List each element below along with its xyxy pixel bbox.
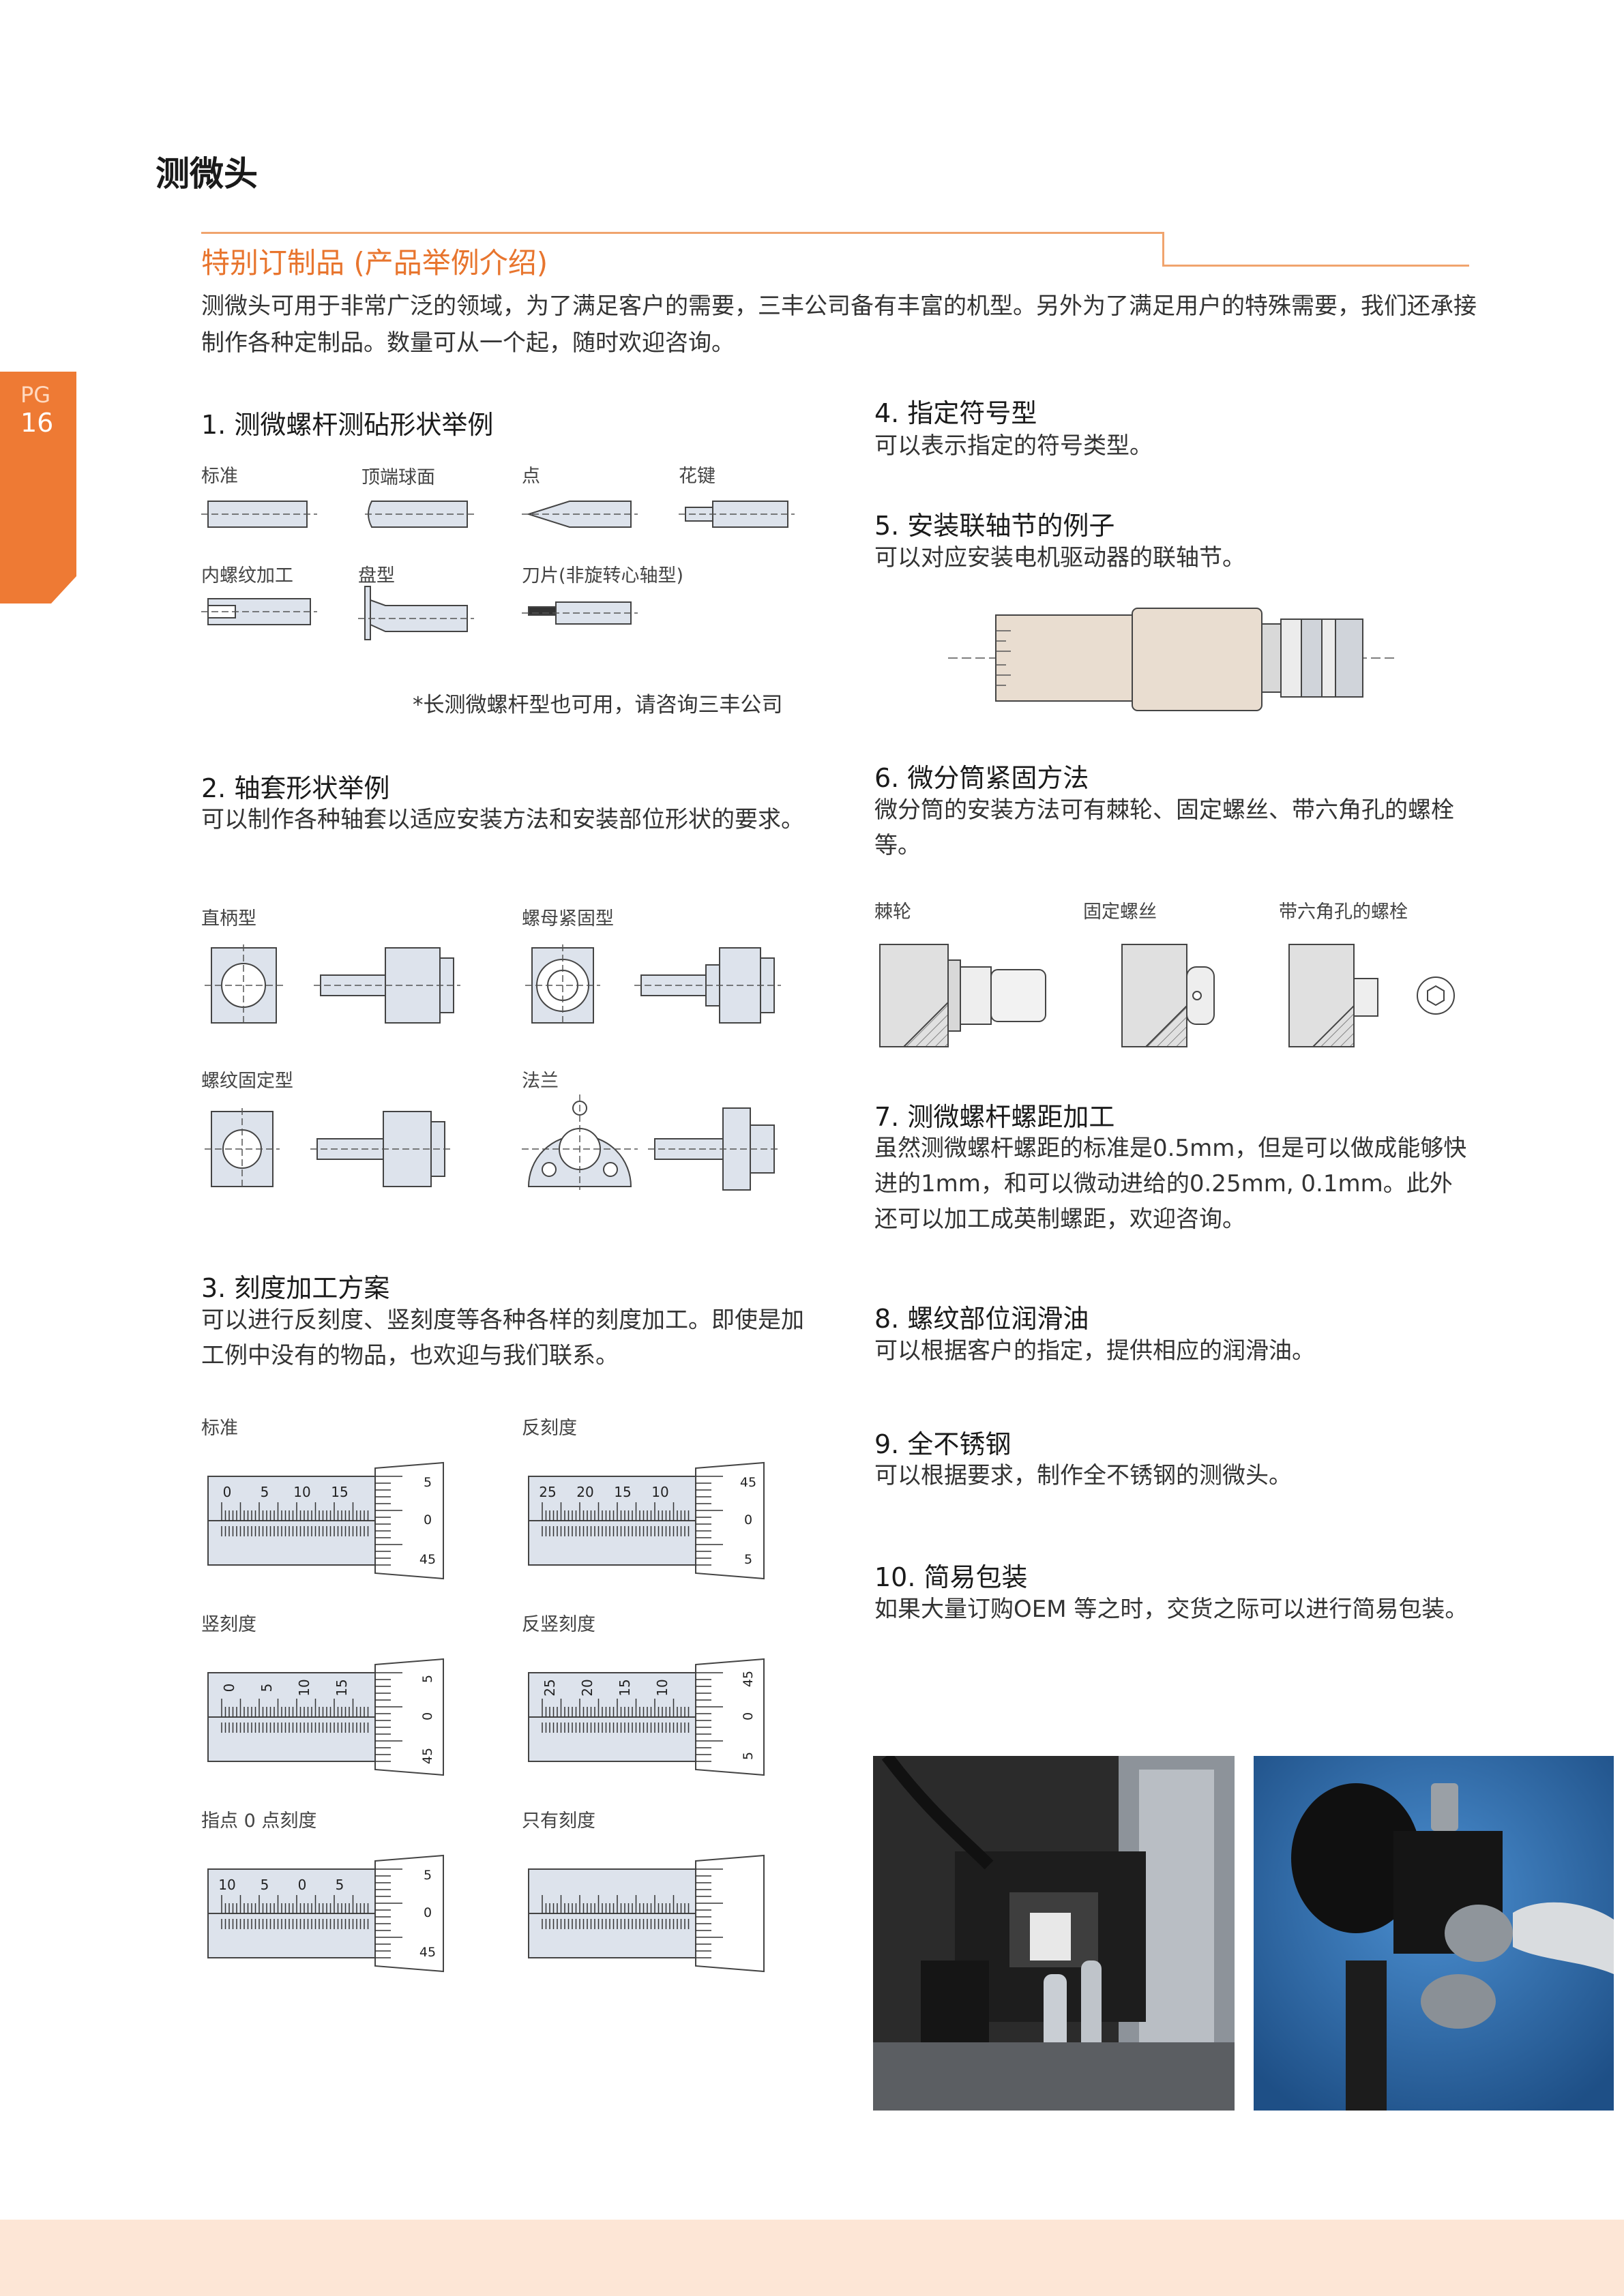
scale-number: 10 [218,1877,235,1893]
s6-label-ratchet: 棘轮 [874,901,911,923]
s8-heading: 8. 螺纹部位润滑油 [874,1304,1089,1334]
scale-number: 5 [261,1877,269,1893]
s2-label-straight: 直柄型 [201,908,256,929]
scale-reverse: 25 20 15 10 45 0 5 [528,1461,765,1580]
thimble-number: 5 [424,1475,432,1490]
s9-body: 可以根据要求，制作全不锈钢的测微头。 [874,1462,1292,1489]
s2-label-thread: 螺纹固定型 [201,1071,293,1092]
s7-heading: 7. 测微螺杆螺距加工 [874,1102,1115,1132]
s1-label-ball: 顶端球面 [361,467,435,488]
photo-stage [1254,1756,1614,2111]
s1-anvil-diagrams [201,501,795,640]
s2-sleeve-diagrams [205,944,781,1191]
s2-label-flange: 法兰 [522,1071,559,1092]
scale-only [528,1854,765,1973]
s6-label-hex-bolt: 带六角孔的螺栓 [1279,901,1408,923]
scale-standard: 0 5 10 15 5 0 45 [207,1461,444,1580]
s6-body: 微分筒的安装方法可有棘轮、固定螺丝、带六角孔的螺栓等。 [874,796,1454,859]
s3-label-standard: 标准 [201,1418,238,1439]
page-tab [0,372,76,603]
thimble-number: 45 [420,1748,435,1764]
scale-number: 0 [298,1877,307,1893]
scale-number: 0 [223,1484,232,1500]
s1-label-point: 点 [522,466,540,487]
scale-number: 20 [579,1679,595,1696]
section-title: 特别订制品 (产品举例介绍) [201,246,548,280]
s2-body: 可以制作各种轴套以适应安装方法和安装部位形状的要求。 [201,806,804,833]
thimble-number: 0 [744,1512,752,1527]
s4-body: 可以表示指定的符号类型。 [874,432,1153,460]
thimble-number: 45 [419,1945,436,1960]
s1-note: *长测微螺杆型也可用，请咨询三丰公司 [413,693,783,717]
s3-label-zero-point: 指点 0 点刻度 [201,1810,317,1832]
s1-label-standard: 标准 [201,466,238,487]
thimble-number: 0 [741,1712,756,1720]
thimble-fastening-diagrams [879,944,1455,1047]
scale-number: 15 [334,1679,350,1696]
scale-number: 5 [259,1684,275,1693]
scale-number: 0 [221,1684,237,1693]
s1-label-disk: 盘型 [358,565,395,586]
page-footer-band [0,2220,1624,2296]
thimble-number: 5 [424,1868,432,1883]
scale-number: 25 [542,1679,558,1696]
s3-body: 可以进行反刻度、竖刻度等各种各样的刻度加工。即使是加工例中没有的物品，也欢迎与我… [201,1307,804,1369]
s2-label-nut: 螺母紧固型 [522,908,614,929]
scale-number: 15 [331,1484,348,1500]
scale-number: 15 [617,1679,633,1696]
scale-number: 5 [261,1484,269,1500]
coupling-diagram [948,608,1398,711]
s2-heading: 2. 轴套形状举例 [201,773,390,803]
thimble-number: 45 [741,1671,756,1687]
s10-heading: 10. 简易包装 [874,1562,1028,1592]
scale-number: 15 [614,1484,631,1500]
s9-heading: 9. 全不锈钢 [874,1429,1012,1459]
photo-machine [873,1756,1235,2111]
s3-label-scale-only: 只有刻度 [522,1810,595,1832]
page-number: 16 [20,408,54,438]
scale-number: 10 [654,1679,670,1696]
s1-label-inner-thread: 内螺纹加工 [201,565,293,586]
scale-vertical: 0 5 10 15 5 0 45 [207,1658,444,1776]
s10-body: 如果大量订购OEM 等之时，交货之际可以进行简易包装。 [874,1596,1468,1623]
intro-text: 测微头可用于非常广泛的领域，为了满足客户的需要，三丰公司备有丰富的机型。另外为了… [201,293,1477,357]
scale-number: 25 [539,1484,556,1500]
scale-zero-point: 10 5 0 5 5 0 45 [207,1854,444,1973]
thimble-number: 0 [420,1712,435,1720]
s5-heading: 5. 安装联轴节的例子 [874,511,1115,541]
s8-body: 可以根据客户的指定，提供相应的润滑油。 [874,1337,1315,1365]
s5-body: 可以对应安装电机驱动器的联轴节。 [874,544,1245,571]
s3-heading: 3. 刻度加工方案 [201,1273,390,1303]
scale-rev-vertical: 25 20 15 10 45 0 5 [528,1658,765,1776]
scale-number: 20 [576,1484,593,1500]
thimble-number: 45 [419,1552,436,1567]
s3-label-rev-vertical: 反竖刻度 [522,1614,595,1635]
s1-label-spline: 花键 [679,466,715,487]
thimble-number: 0 [424,1512,432,1527]
s6-heading: 6. 微分筒紧固方法 [874,763,1089,793]
s3-label-reverse: 反刻度 [522,1418,577,1439]
scale-number: 5 [336,1877,344,1893]
thimble-number: 5 [420,1675,435,1683]
section-rule-step [1162,232,1164,266]
section-rule [201,232,1163,234]
section-rule-right [1162,265,1469,267]
page-tab-label: PG [20,382,51,408]
thimble-number: 0 [424,1905,432,1920]
scale-number: 10 [293,1484,310,1500]
page-tab-notch [51,576,76,603]
page-title: 测微头 [156,154,258,194]
s1-heading: 1. 测微螺杆测砧形状举例 [201,410,494,440]
s6-label-setscrew: 固定螺丝 [1083,901,1157,923]
s7-body: 虽然测微螺杆螺距的标准是0.5mm，但是可以做成能够快进的1mm，和可以微动进给… [874,1135,1467,1233]
s1-label-blade: 刀片(非旋转心轴型) [522,565,684,586]
thimble-number: 5 [741,1752,756,1760]
thimble-number: 45 [740,1475,756,1490]
s3-label-vertical: 竖刻度 [201,1614,256,1635]
scale-number: 10 [296,1679,312,1696]
s4-heading: 4. 指定符号型 [874,398,1037,428]
scale-number: 10 [651,1484,668,1500]
thimble-number: 5 [744,1552,752,1567]
